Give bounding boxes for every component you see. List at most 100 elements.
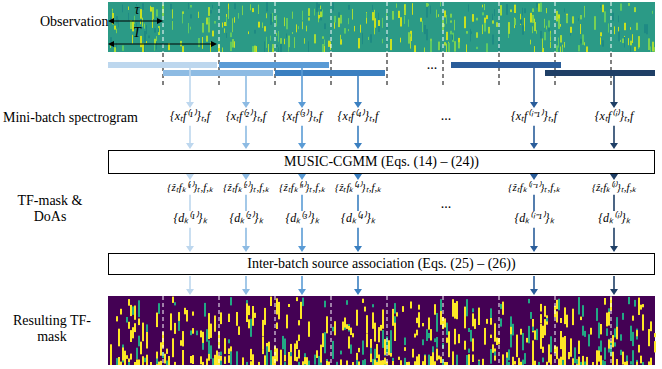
spectrogram-streak — [374, 18, 376, 28]
spectrogram-streak — [362, 33, 363, 45]
mask-patch — [250, 361, 252, 365]
mask-patch — [376, 360, 378, 365]
mask-patch — [472, 308, 474, 312]
spectrogram-streak — [140, 21, 141, 24]
mask-patch — [320, 348, 322, 363]
spectrogram-streak — [308, 41, 309, 52]
spectrogram-streak — [370, 34, 372, 42]
mask-patch — [374, 323, 376, 342]
mini-batch-bar — [163, 70, 273, 76]
spectrogram-streak — [252, 46, 254, 52]
flow-arrow — [533, 68, 535, 103]
mask-patch — [456, 355, 458, 365]
mask-patch — [654, 341, 656, 351]
mask-patch — [464, 314, 466, 328]
mask-patch — [258, 362, 260, 365]
math-label: {xₜf⁽³⁾}ₜ,f — [282, 110, 322, 124]
mask-patch — [516, 335, 518, 350]
mask-patch — [168, 356, 170, 365]
mask-patch — [428, 333, 430, 338]
batch-boundaries — [163, 2, 611, 365]
mask-patch — [316, 351, 318, 358]
mask-patch — [436, 313, 438, 332]
mask-patch — [536, 329, 538, 340]
spectrogram-streak — [202, 37, 203, 49]
mask-patch — [438, 356, 440, 360]
spectrogram-streak — [586, 47, 588, 53]
mask-patch — [316, 350, 318, 357]
mask-patch — [604, 298, 606, 305]
flow-arrow — [189, 126, 191, 144]
mask-patch — [174, 362, 176, 365]
math-label: {xₜf⁽⁴⁾}ₜ,f — [338, 110, 379, 124]
mask-patch — [134, 306, 136, 320]
mini-batch-bar — [108, 62, 217, 68]
mask-patch — [472, 313, 474, 326]
mask-patch — [394, 316, 396, 324]
mask-patch — [586, 357, 588, 365]
mask-patch — [196, 331, 198, 336]
mask-patch — [142, 356, 144, 365]
spectrogram-streak — [564, 42, 565, 48]
spectrogram-streak — [562, 45, 563, 52]
mask-patch — [130, 330, 132, 342]
mask-patch — [268, 342, 270, 352]
mask-patch — [530, 312, 532, 319]
spectrogram-streak — [654, 47, 655, 52]
mask-patch — [446, 362, 448, 365]
mask-patch — [518, 358, 520, 365]
spectrogram-streak — [234, 17, 235, 23]
mask-patch — [608, 340, 610, 349]
mask-patch — [204, 303, 206, 317]
spectrogram-streak — [148, 36, 150, 39]
mask-patch — [522, 333, 524, 350]
arrow-head — [354, 289, 362, 295]
arrow-head — [242, 174, 250, 180]
spectrogram-streak — [546, 8, 547, 13]
mask-patch — [382, 330, 384, 348]
mask-patch — [306, 359, 308, 365]
mask-patch — [654, 333, 656, 337]
mask-patch — [452, 299, 454, 317]
mask-patch — [346, 361, 348, 366]
mask-patch — [608, 309, 610, 326]
spectrogram-streak — [366, 13, 367, 18]
spectrogram-streak — [546, 26, 547, 30]
t-arrow — [113, 43, 212, 44]
mask-patch — [318, 359, 320, 365]
mask-patch — [392, 358, 394, 365]
arrow-head — [530, 143, 538, 149]
mask-patch — [156, 359, 158, 365]
mask-patch — [228, 355, 230, 363]
spectrogram-streak — [182, 46, 184, 52]
spectrogram-streak — [254, 30, 256, 34]
mask-patch — [200, 331, 202, 338]
spectrogram-streak — [226, 14, 227, 26]
mask-patch — [372, 304, 374, 307]
spectrogram-streak — [436, 10, 437, 18]
mask-patch — [538, 362, 540, 365]
spectrogram-streak — [256, 46, 257, 52]
spectrogram-streak — [338, 18, 340, 27]
spectrogram-streak — [316, 3, 318, 13]
mask-patch — [170, 313, 172, 330]
boundary-line — [387, 2, 388, 52]
mask-patch — [278, 302, 280, 319]
spectrogram-streak — [276, 45, 278, 47]
mask-patch — [380, 325, 382, 331]
spectrogram-streak — [544, 19, 545, 28]
flow-arrow — [245, 276, 247, 290]
mask-patch — [546, 362, 548, 365]
flow-arrow — [189, 68, 191, 103]
spectrogram-streak — [454, 20, 455, 31]
spectrogram-streak — [294, 37, 295, 48]
mask-patch — [224, 357, 226, 364]
spectrogram-streak — [556, 11, 558, 22]
spectrogram-streak — [334, 16, 336, 23]
mask-patch — [434, 304, 436, 315]
mask-patch — [648, 329, 650, 346]
spectrogram-streak — [558, 19, 560, 29]
mask-patch — [412, 349, 414, 358]
mask-patch — [266, 346, 268, 361]
spectrogram-streak — [520, 14, 521, 25]
